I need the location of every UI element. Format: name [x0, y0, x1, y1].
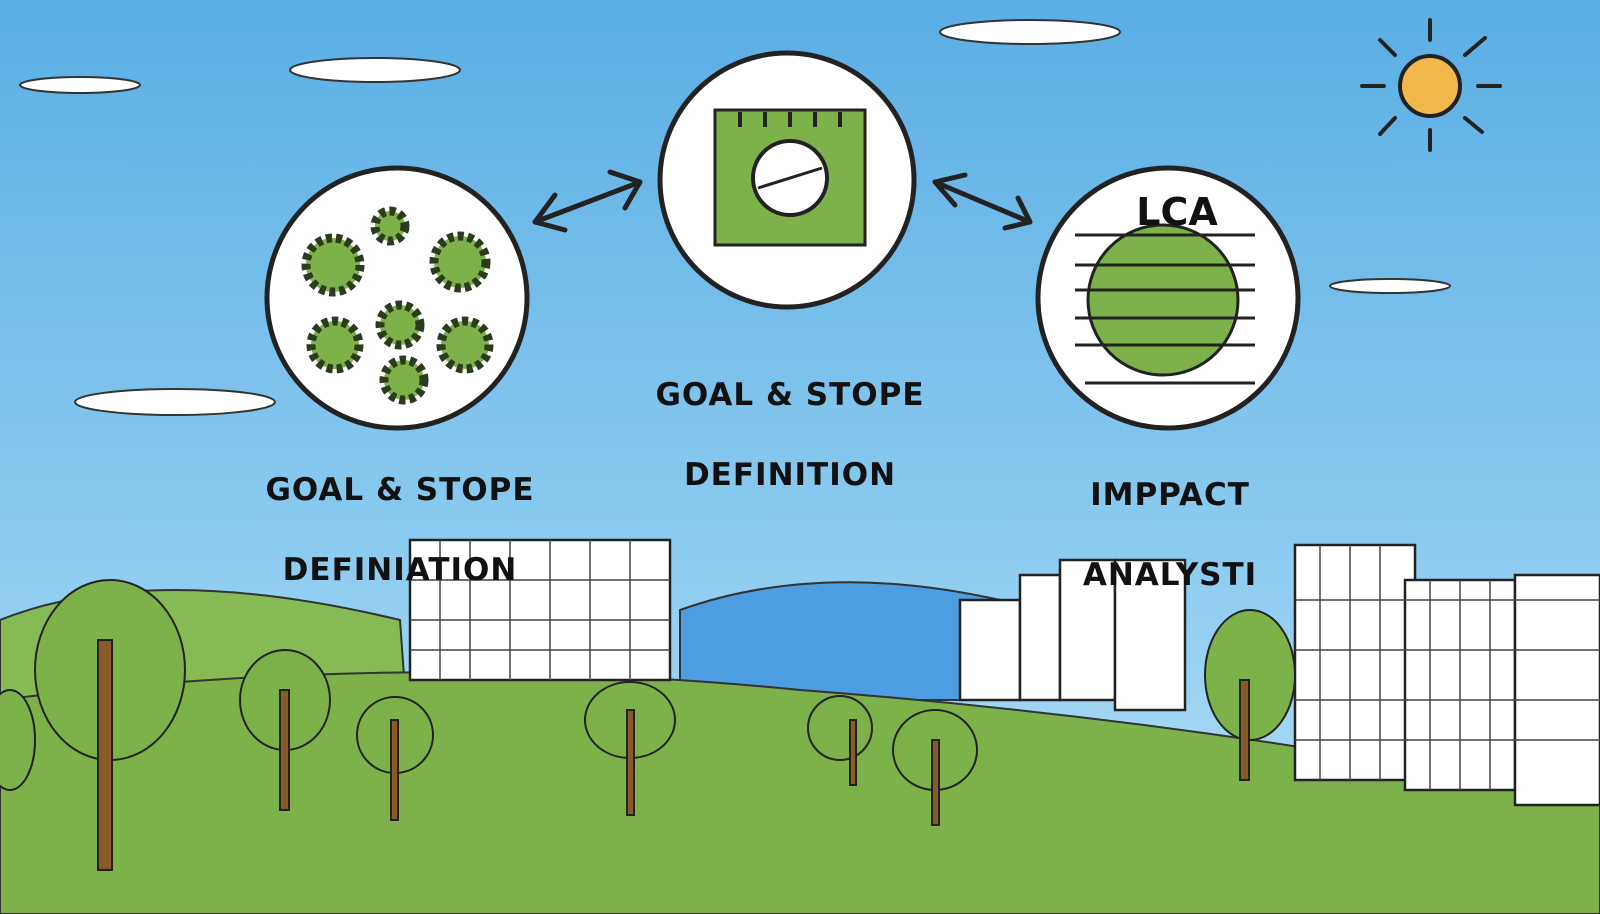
trees — [0, 579, 1296, 871]
label-line: GOAL & STOPE — [265, 472, 535, 508]
sun-icon — [1360, 18, 1502, 152]
step-2-label: GOAL & STOPE DEFINITION — [620, 335, 960, 535]
lca-label: LCA — [1136, 190, 1218, 234]
label-line: DEFINIATION — [282, 552, 518, 588]
label-line: IMPPACT — [1090, 477, 1250, 513]
gears-icon — [301, 206, 494, 405]
lca-chart-icon: LCA — [1075, 190, 1255, 385]
label-line: GOAL & STOPE — [655, 377, 925, 413]
label-line: DEFINITION — [683, 457, 897, 493]
step-1-label: GOAL & STOPE DEFINIATION — [230, 430, 570, 630]
notepad-icon — [713, 108, 867, 247]
clouds — [19, 19, 1451, 416]
label-line: ANALYSTI — [1082, 557, 1258, 593]
step-3-label: IMPPACT ANALYSTI — [1010, 435, 1330, 635]
bidirectional-arrow-icon — [532, 169, 1033, 233]
